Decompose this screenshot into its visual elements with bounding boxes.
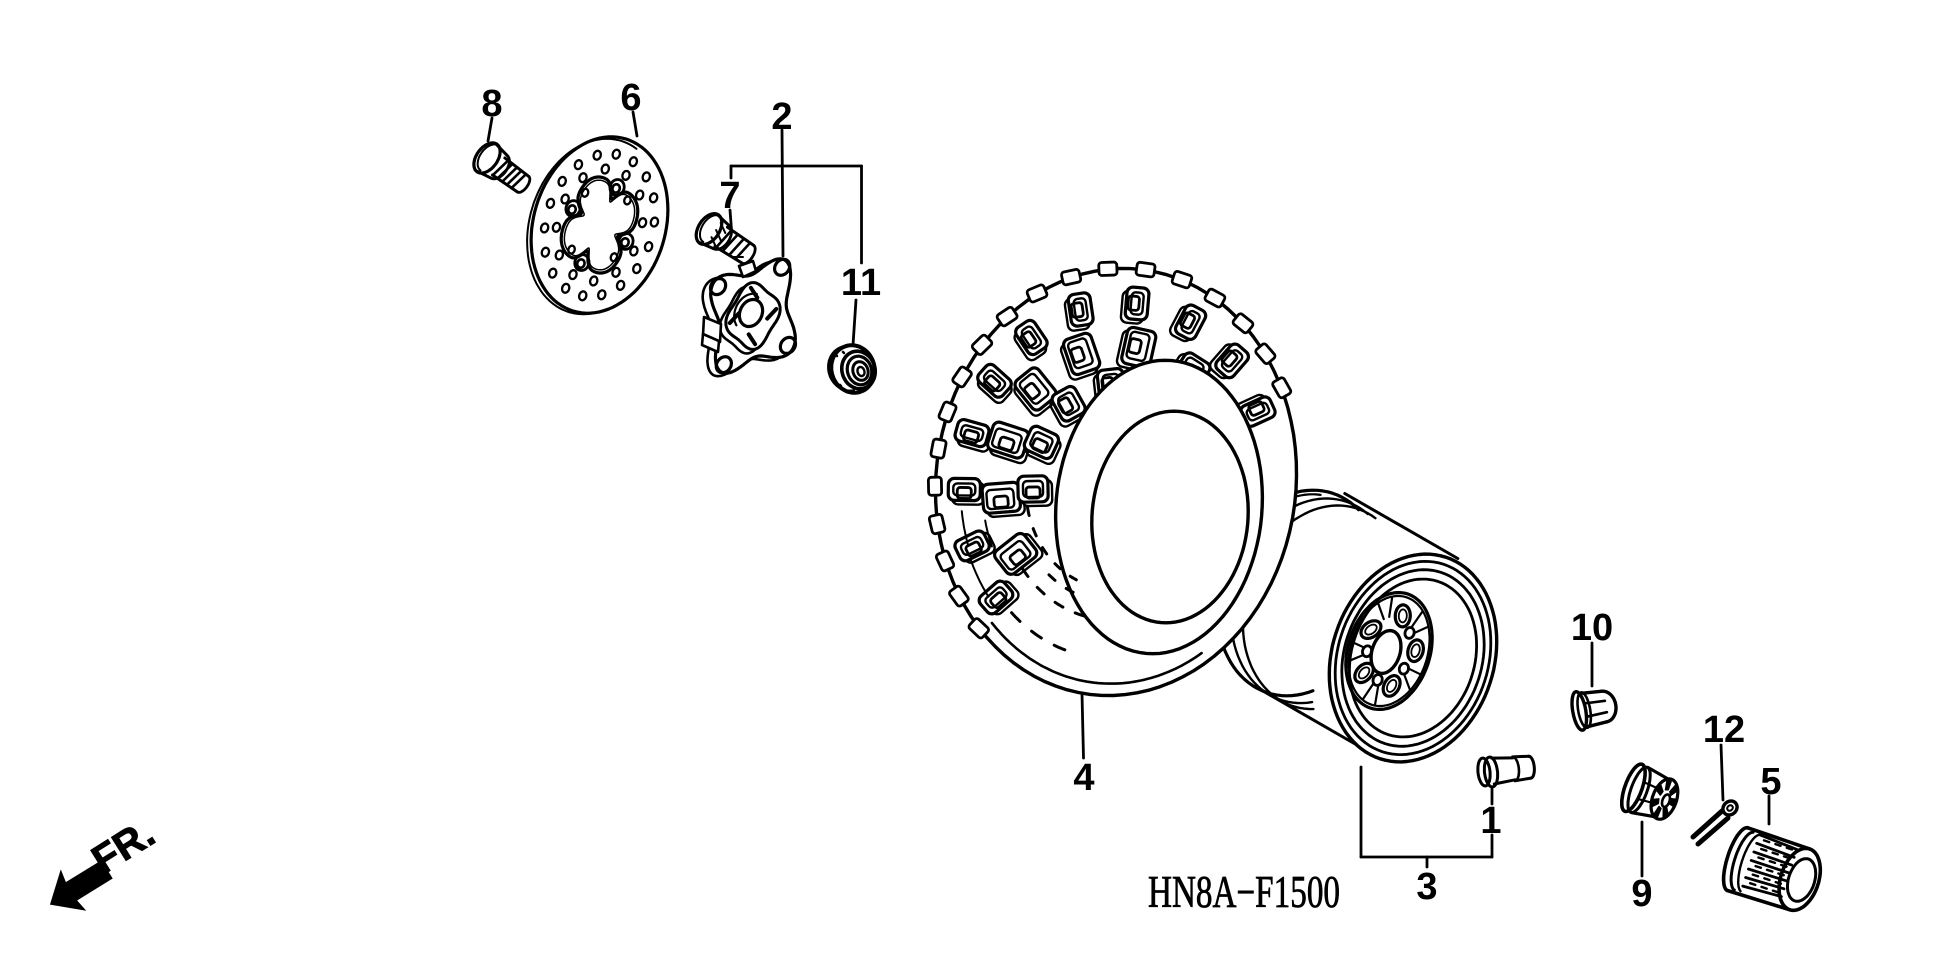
svg-text:11: 11	[841, 262, 881, 304]
svg-text:9: 9	[1631, 873, 1652, 915]
svg-text:7: 7	[719, 175, 740, 217]
svg-text:2: 2	[771, 96, 792, 138]
svg-text:5: 5	[1760, 761, 1781, 803]
svg-text:4: 4	[1073, 757, 1094, 799]
svg-text:1: 1	[1480, 800, 1501, 842]
svg-text:6: 6	[620, 77, 641, 119]
svg-text:8: 8	[481, 83, 502, 125]
svg-text:12: 12	[1703, 709, 1745, 751]
svg-text:HN8A−F1500: HN8A−F1500	[1148, 867, 1340, 917]
svg-text:3: 3	[1416, 866, 1437, 908]
